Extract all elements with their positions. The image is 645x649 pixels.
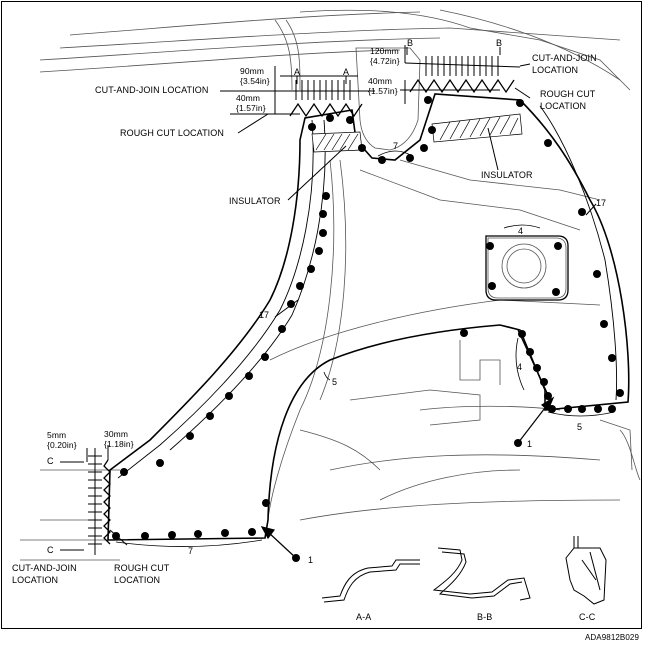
section-marker-b-left: B <box>407 38 414 48</box>
callout-17-right: 17 <box>596 198 607 208</box>
callout-4-lower: 4 <box>517 362 523 372</box>
label-cut-and-join-top-left: CUT-AND-JOIN LOCATION <box>95 85 209 95</box>
section-label-cc: C-C <box>579 612 596 622</box>
callout-7-top: 7 <box>393 141 399 151</box>
section-marker-c-bottom: C <box>47 545 54 555</box>
section-marker-a-left: A <box>294 67 301 77</box>
dim-40mm-left: 40mm{1.57in} <box>236 93 266 113</box>
callout-17-left: 17 <box>259 310 270 320</box>
dim-90mm: 90mm{3.54in} <box>240 66 270 86</box>
callout-5-left: 5 <box>332 377 338 387</box>
dim-120mm: 120mm{4.72in} <box>370 46 400 66</box>
label-insulator-left: INSULATOR <box>229 196 281 206</box>
section-marker-b-right: B <box>496 38 503 48</box>
section-label-aa: A-A <box>356 612 372 622</box>
figure-code: ADA9812B029 <box>584 633 639 642</box>
section-aa-drawing <box>321 559 420 599</box>
dim-5mm: 5mm{0.20in} <box>47 430 77 450</box>
section-cc-drawing <box>565 547 607 605</box>
dim-40mm-right: 40mm{1.57in} <box>368 76 398 96</box>
figure-frame <box>1 1 642 629</box>
callout-7-bottom: 7 <box>188 546 194 556</box>
callout-1-right: 1 <box>527 439 533 449</box>
section-marker-a-right: A <box>343 67 350 77</box>
callout-5-right: 5 <box>577 422 583 432</box>
label-rough-cut-top-left: ROUGH CUT LOCATION <box>120 128 224 138</box>
callout-1-bottom: 1 <box>308 555 314 565</box>
callout-4-upper: 4 <box>518 226 524 236</box>
section-bb-drawing <box>432 547 531 601</box>
section-marker-c-top: C <box>47 456 54 466</box>
label-insulator-right: INSULATOR <box>481 170 533 180</box>
section-label-bb: B-B <box>477 612 493 622</box>
dim-30mm: 30mm{1.18in} <box>104 429 134 449</box>
